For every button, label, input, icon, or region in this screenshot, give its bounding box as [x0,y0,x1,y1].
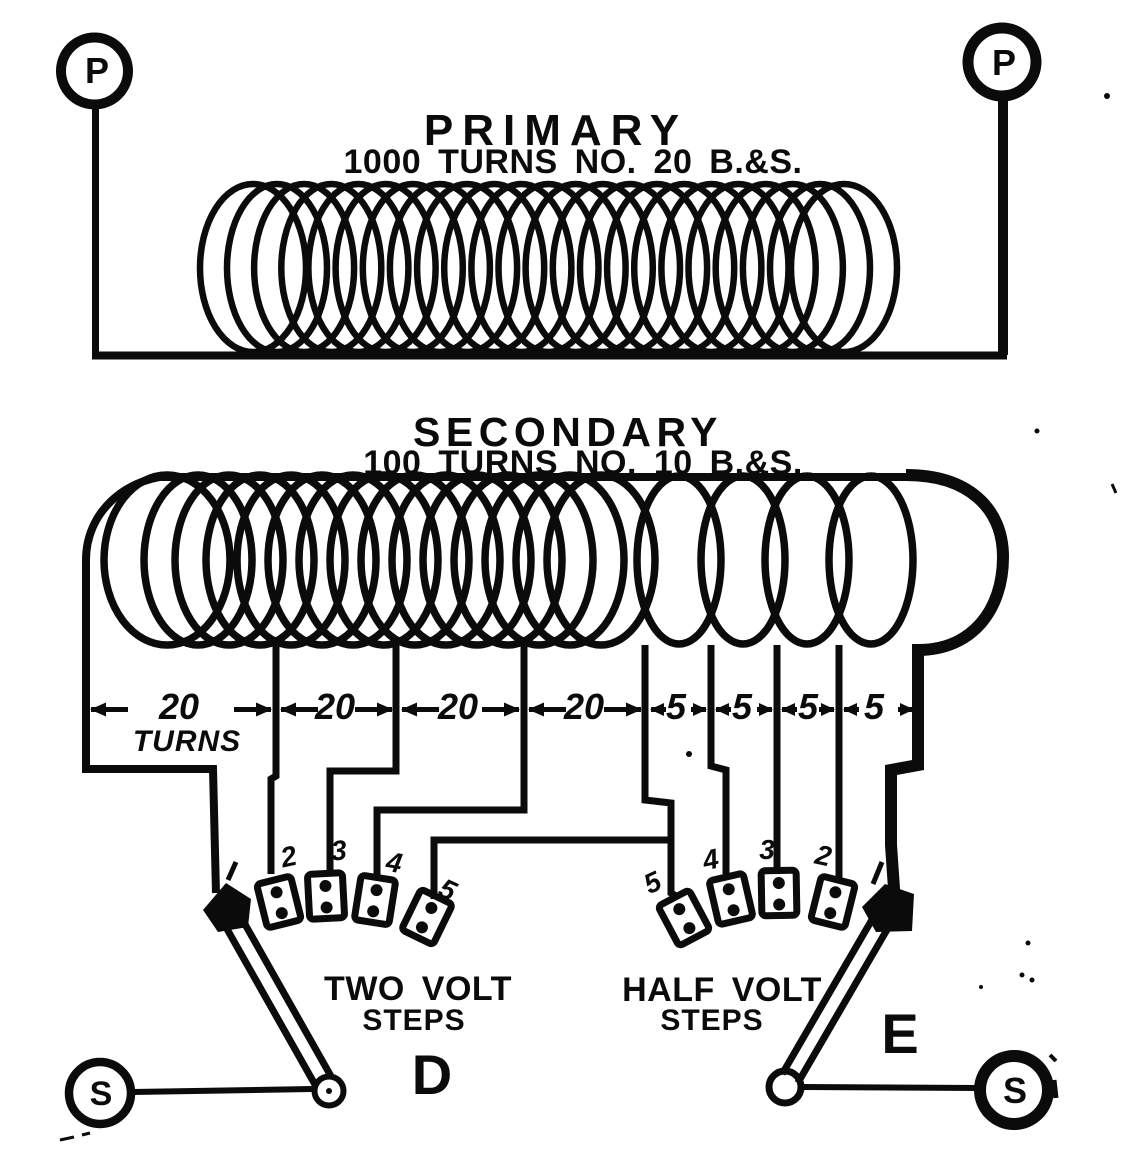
svg-text:20: 20 [158,686,199,727]
svg-text:5: 5 [666,686,687,727]
svg-text:4: 4 [383,846,405,879]
svg-text:S: S [90,1075,113,1113]
svg-text:5: 5 [732,686,753,727]
svg-text:PRIMARY: PRIMARY [424,106,688,155]
svg-text:20: 20 [437,686,478,727]
svg-text:3: 3 [759,834,775,865]
svg-text:4: 4 [699,843,722,877]
svg-text:3: 3 [330,834,349,866]
svg-text:P: P [85,50,109,91]
svg-text:TWO VOLT: TWO VOLT [324,970,512,1008]
svg-text:20: 20 [314,686,355,727]
svg-text:P: P [992,42,1016,83]
svg-text:STEPS: STEPS [362,1004,465,1037]
svg-text:20: 20 [563,686,604,727]
svg-text:STEPS: STEPS [660,1004,763,1037]
svg-text:2: 2 [277,840,300,874]
svg-text:HALF VOLT: HALF VOLT [622,971,822,1009]
svg-text:5: 5 [798,686,819,727]
svg-text:SECONDARY: SECONDARY [413,409,723,455]
svg-text:1000 TURNS NO. 20 B.&S.: 1000 TURNS NO. 20 B.&S. [344,143,803,181]
svg-text:TURNS: TURNS [133,725,241,758]
svg-text:E: E [881,1002,918,1065]
svg-text:5: 5 [864,686,885,727]
svg-text:2: 2 [811,839,834,873]
svg-text:S: S [1003,1070,1027,1111]
svg-text:D: D [412,1043,452,1106]
